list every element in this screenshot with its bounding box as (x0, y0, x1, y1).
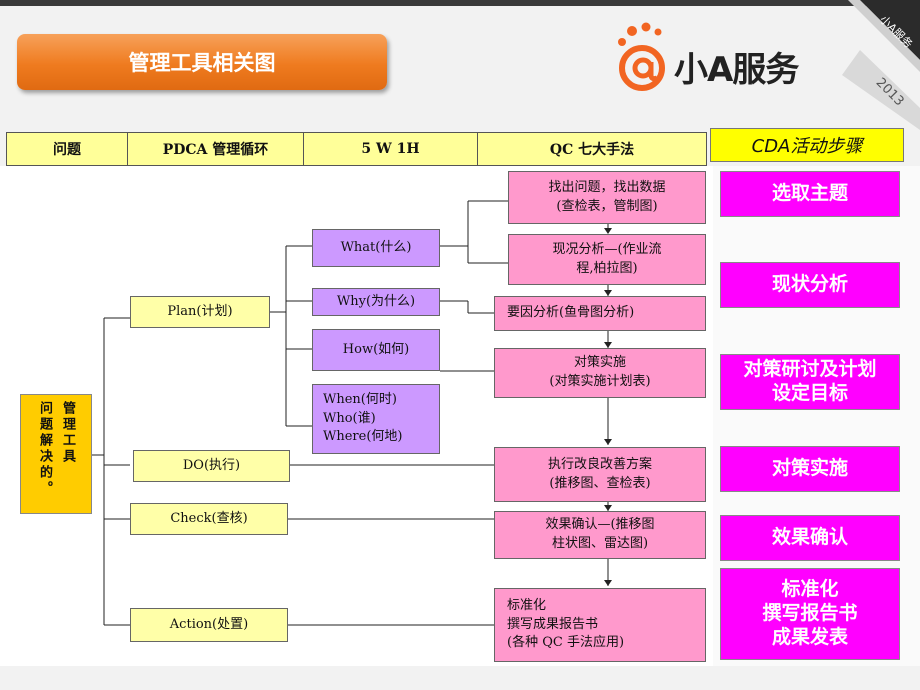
root-text-col1: 管理工具 (60, 401, 75, 465)
qc-find-problem: 找出问题，找出数据 (查检表，管制图) (508, 171, 706, 224)
w5h1-when-who-where: When(何时) Who(谁) Where(何地) (312, 384, 440, 454)
at-sign-dots-icon (618, 22, 665, 91)
year-ribbon: 小A服务 2013 (842, 0, 920, 130)
w5h1-how: How(如何) (312, 329, 440, 371)
cda-step-status-analysis: 现状分析 (720, 262, 900, 308)
header-problem: 问题 (6, 132, 128, 166)
qc-status-analysis: 现况分析—(作业流 程,柏拉图) (508, 234, 706, 285)
root-node: 管理工具 问题解决的。 (20, 394, 92, 514)
qc-standardize: 标准化 撰写成果报告书 (各种 QC 手法应用) (494, 588, 706, 662)
header-qc: QC 七大手法 (477, 132, 707, 166)
pdca-check: Check(查核) (130, 503, 288, 535)
page-title: 管理工具相关图 (17, 34, 387, 90)
cda-step-plan-target: 对策研讨及计划 设定目标 (720, 354, 900, 410)
pdca-plan: Plan(计划) (130, 296, 270, 328)
qc-countermeasure: 对策实施 (对策实施计划表) (494, 348, 706, 398)
pdca-action: Action(处置) (130, 608, 288, 642)
qc-execute-improvement: 执行改良改善方案 (推移图、查检表) (494, 447, 706, 502)
header-5w1h: 5 W 1H (303, 132, 478, 166)
header-pdca: PDCA 管理循环 (127, 132, 304, 166)
root-text-col2: 问题解决的。 (37, 401, 52, 497)
cda-step-implement: 对策实施 (720, 446, 900, 492)
cda-step-standardize-report: 标准化 撰写报告书 成果发表 (720, 568, 900, 660)
w5h1-what: What(什么) (312, 229, 440, 267)
header-cda-steps: CDA活动步骤 (710, 128, 904, 162)
brand-logo-text: 小A服务 (674, 50, 799, 90)
cda-step-select-topic: 选取主题 (720, 171, 900, 217)
qc-cause-analysis: 要因分析(鱼骨图分析) (494, 296, 706, 331)
qc-effect-confirm: 效果确认—(推移图 柱状图、雷达图) (494, 511, 706, 559)
brand-logo: 小A服务 (612, 22, 842, 92)
top-bar (0, 0, 920, 6)
pdca-do: DO(执行) (133, 450, 290, 482)
w5h1-why: Why(为什么) (312, 288, 440, 316)
cda-step-effect-confirm: 效果确认 (720, 515, 900, 561)
